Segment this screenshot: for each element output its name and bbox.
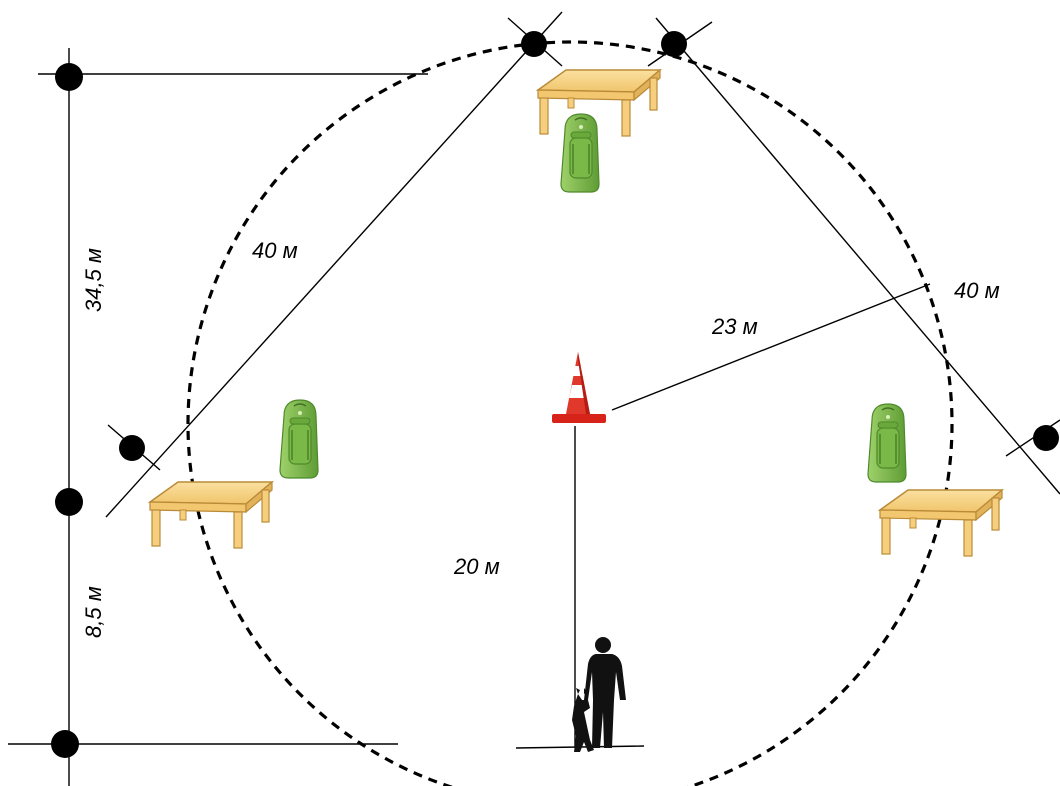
dog-figure bbox=[572, 688, 594, 752]
label-34-5m: 34,5 м bbox=[81, 248, 106, 312]
diagonal-right-bottom-point bbox=[1033, 425, 1059, 451]
diagonal-left-bottom-point bbox=[119, 435, 145, 461]
label-8-5m: 8,5 м bbox=[81, 586, 106, 638]
track-circle bbox=[186, 40, 954, 786]
table-top bbox=[537, 69, 661, 137]
diagonal-right-line bbox=[655, 17, 1060, 495]
traffic-cone bbox=[552, 352, 606, 423]
dimension-bottom-point bbox=[51, 730, 79, 758]
label-40m-right: 40 м bbox=[954, 278, 1000, 303]
backpack-top bbox=[560, 113, 600, 193]
backpack-right bbox=[867, 403, 907, 483]
diagonal-right-top-point bbox=[661, 31, 687, 57]
label-40m-left: 40 м bbox=[252, 238, 298, 263]
handler-figure bbox=[584, 637, 626, 748]
diagonal-left-top-point bbox=[521, 31, 547, 57]
backpack-left bbox=[279, 399, 319, 479]
dimension-top-point bbox=[55, 63, 83, 91]
diagonal-left-line bbox=[105, 11, 563, 518]
table-right bbox=[879, 489, 1003, 557]
label-20m: 20 м bbox=[453, 554, 500, 579]
table-left bbox=[149, 481, 273, 549]
radius-line bbox=[611, 283, 931, 411]
dimension-middle-point bbox=[55, 488, 83, 516]
label-23m: 23 м bbox=[711, 314, 758, 339]
